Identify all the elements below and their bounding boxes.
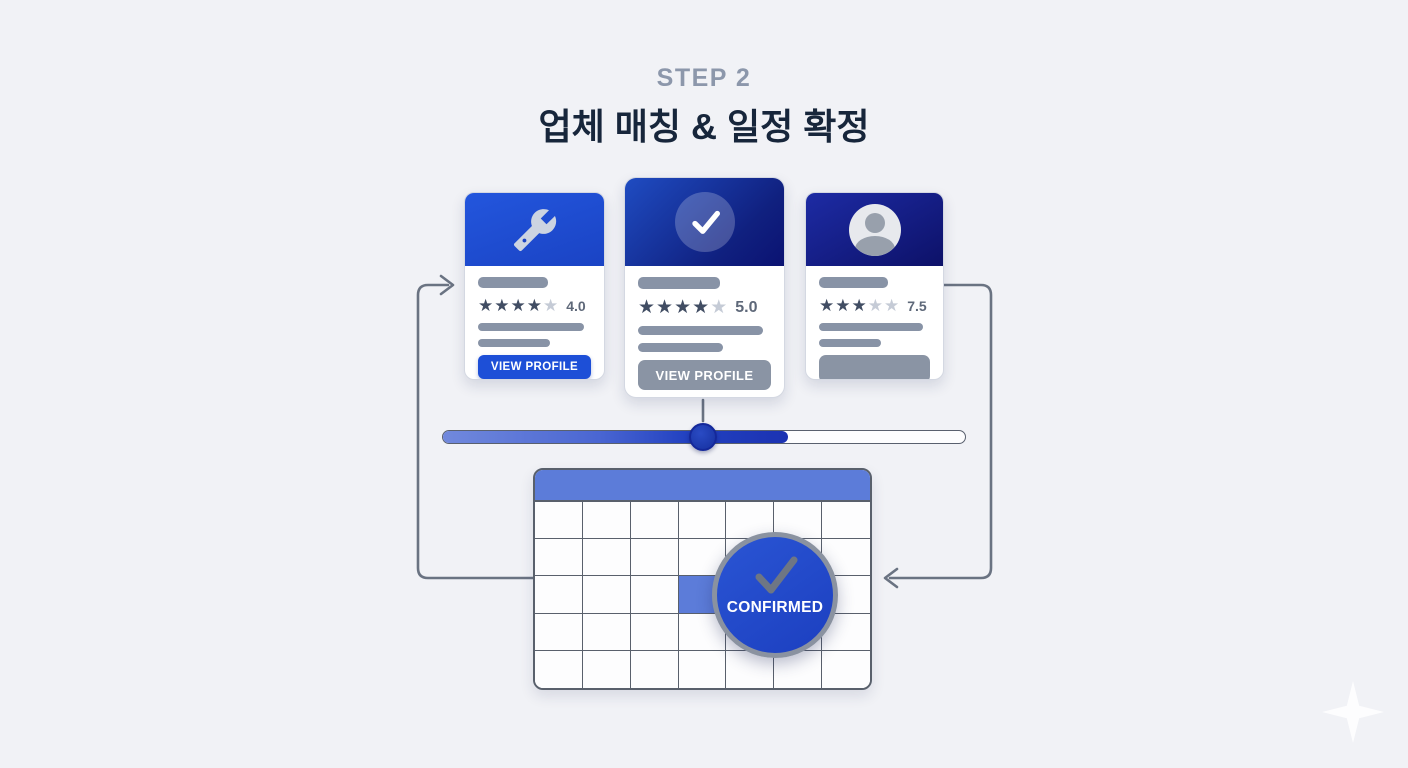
star-rating-icon: ★★★★★ — [819, 296, 901, 315]
rating-value: 4.0 — [566, 297, 586, 314]
rating-row: ★★★★★ 7.5 — [819, 297, 927, 314]
calendar-cell[interactable] — [822, 502, 870, 540]
rating-row: ★★★★★ 4.0 — [478, 297, 586, 314]
vendor-name-placeholder — [819, 277, 888, 288]
confirmed-badge[interactable]: CONFIRMED — [712, 532, 838, 658]
confirmed-label: CONFIRMED — [726, 599, 824, 616]
text-line-placeholder — [478, 339, 551, 347]
wrench-icon — [513, 208, 556, 251]
text-line-placeholder — [819, 323, 924, 331]
calendar-cell[interactable] — [582, 502, 631, 540]
sparkle-icon — [1322, 681, 1384, 743]
calendar-cell[interactable] — [678, 502, 727, 540]
check-icon — [674, 192, 735, 252]
calendar-cell[interactable] — [535, 650, 583, 688]
vendor-card-2-body: ★★★★★ 5.0 VIEW PROFILE — [625, 266, 784, 397]
vendor-name-placeholder — [478, 277, 549, 288]
slider-knob[interactable] — [689, 423, 717, 451]
slider-fill — [443, 431, 788, 443]
profile-button-placeholder[interactable] — [819, 355, 930, 379]
calendar-cell[interactable] — [630, 576, 679, 614]
rating-row: ★★★★★ 5.0 — [638, 298, 757, 317]
calendar-cell[interactable] — [630, 613, 679, 651]
person-icon — [848, 203, 901, 256]
rating-value: 5.0 — [735, 298, 758, 316]
vendor-card-1-header — [465, 193, 604, 266]
star-rating-icon: ★★★★★ — [478, 296, 560, 315]
vendor-card-3-body: ★★★★★ 7.5 — [806, 266, 943, 379]
vendor-card-3[interactable]: ★★★★★ 7.5 — [805, 192, 944, 380]
step-label: STEP 2 — [656, 64, 752, 92]
text-line-placeholder — [478, 323, 585, 331]
view-profile-button[interactable]: VIEW PROFILE — [478, 355, 591, 379]
schedule-calendar[interactable] — [533, 468, 872, 690]
star-rating-icon: ★★★★★ — [638, 297, 729, 318]
calendar-cell[interactable] — [535, 576, 583, 614]
calendar-cell[interactable] — [630, 539, 679, 577]
calendar-cell[interactable] — [678, 650, 727, 688]
vendor-card-2-header — [625, 178, 784, 266]
vendor-name-placeholder — [638, 277, 721, 289]
calendar-cell[interactable] — [535, 539, 583, 577]
calendar-cell[interactable] — [535, 502, 583, 540]
calendar-cell[interactable] — [582, 613, 631, 651]
calendar-cell[interactable] — [582, 576, 631, 614]
page-title: 업체 매칭 & 일정 확정 — [538, 106, 870, 147]
calendar-cell[interactable] — [582, 650, 631, 688]
text-line-placeholder — [638, 326, 764, 335]
confirmed-check-icon — [755, 556, 798, 594]
calendar-cell[interactable] — [630, 650, 679, 688]
calendar-cell[interactable] — [535, 613, 583, 651]
left-arrowhead-icon — [439, 274, 455, 296]
calendar-cell[interactable] — [582, 539, 631, 577]
rating-value: 7.5 — [907, 297, 927, 314]
vendor-card-1-body: ★★★★★ 4.0 VIEW PROFILE — [465, 266, 604, 379]
text-line-placeholder — [819, 339, 882, 347]
calendar-cell[interactable] — [822, 650, 870, 688]
right-arrowhead-icon — [883, 567, 899, 589]
vendor-card-2-selected[interactable]: ★★★★★ 5.0 VIEW PROFILE — [624, 177, 785, 398]
view-profile-button[interactable]: VIEW PROFILE — [638, 360, 771, 390]
vendor-card-1[interactable]: ★★★★★ 4.0 VIEW PROFILE — [464, 192, 605, 380]
calendar-cell[interactable] — [630, 502, 679, 540]
text-line-placeholder — [638, 343, 724, 352]
vendor-card-3-header — [806, 193, 943, 266]
calendar-header — [535, 470, 870, 502]
